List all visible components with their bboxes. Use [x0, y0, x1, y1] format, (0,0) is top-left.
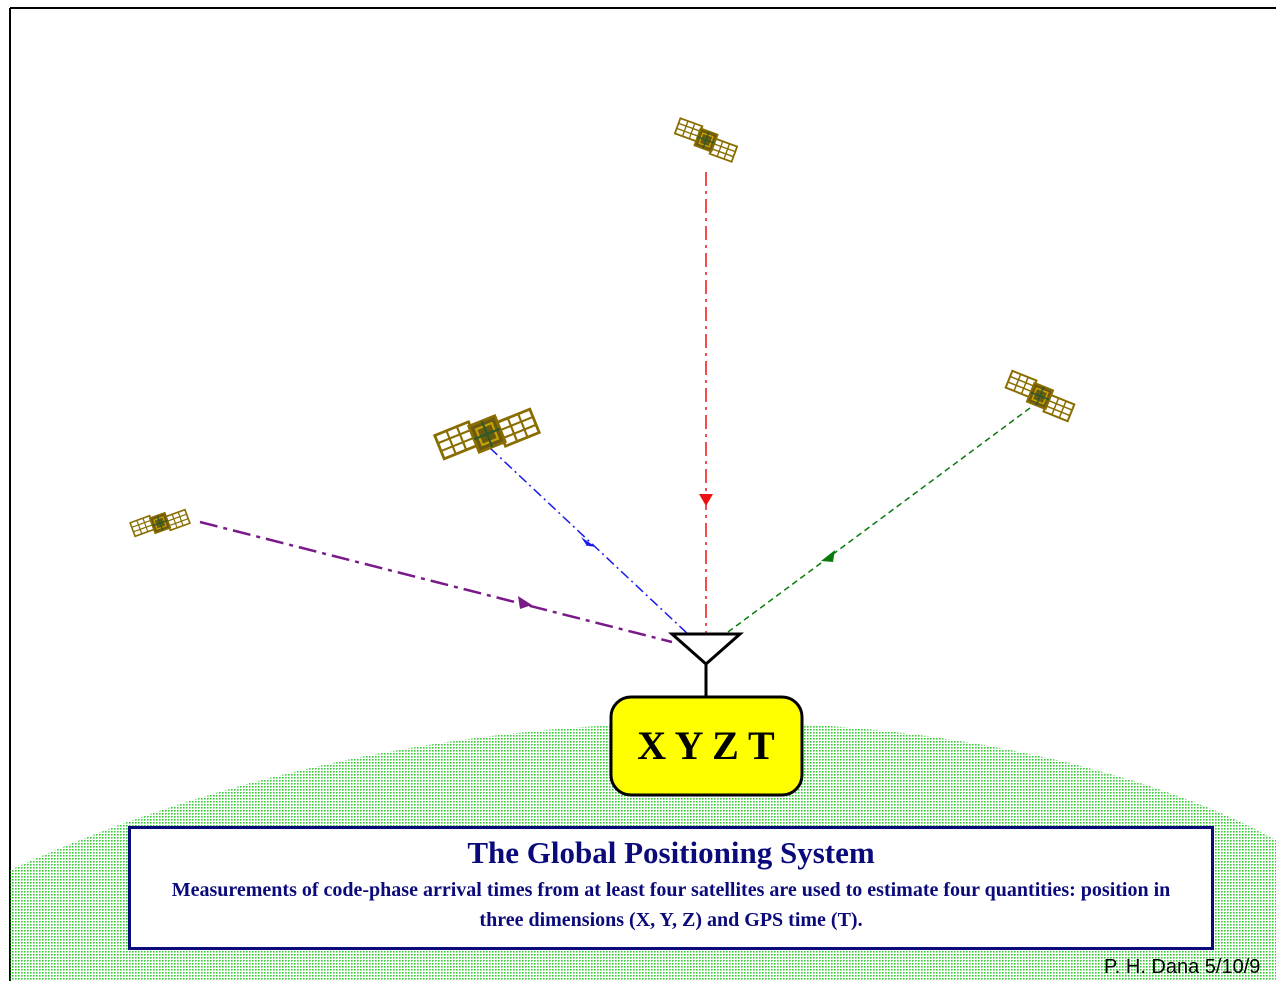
satellite-upper-left-icon [435, 399, 539, 469]
receiver-label: X Y Z T [637, 723, 775, 768]
author-credit: P. H. Dana 5/10/9 [1104, 956, 1261, 978]
signal-line-blue [489, 447, 691, 637]
signal-line-green [727, 407, 1031, 633]
caption-title: The Global Positioning System [467, 835, 875, 870]
signal-arrow-blue [581, 537, 596, 547]
signal-arrow-red [699, 494, 713, 506]
satellite-right-icon [1003, 371, 1078, 421]
antenna-icon [668, 632, 744, 667]
caption-box: The Global Positioning System Measuremen… [128, 826, 1214, 950]
caption-body: Measurements of code-phase arrival times… [171, 879, 1171, 931]
receiver-box [609, 695, 804, 797]
signal-arrow-purple [518, 596, 532, 609]
satellite-left-icon [130, 504, 190, 543]
signal-arrow-green [821, 550, 835, 562]
satellite-top-icon [672, 118, 739, 162]
signal-line-purple [199, 520, 673, 644]
